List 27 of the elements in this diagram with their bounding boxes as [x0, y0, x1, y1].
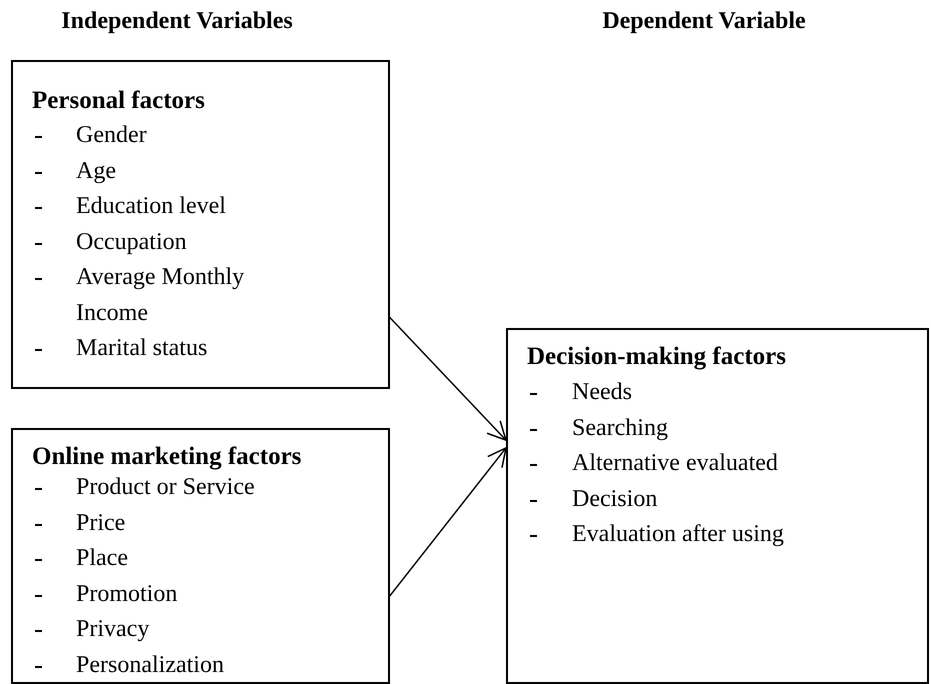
column-heading: Dependent Variable [602, 8, 806, 35]
list-item: Personalization [76, 651, 225, 680]
box-heading: Personal factors [32, 86, 205, 116]
factor-box [11, 428, 390, 684]
factor-box [506, 328, 929, 684]
list-item: Alternative evaluated [572, 449, 779, 478]
list-item: Promotion [76, 580, 178, 609]
box-heading: Decision-making factors [527, 342, 786, 372]
list-item: Privacy [76, 615, 150, 644]
list-item: Average Monthly Income [76, 263, 246, 328]
box-heading: Online marketing factors [32, 442, 302, 472]
list-item: Place [76, 544, 129, 573]
list-item: Occupation [76, 228, 188, 257]
arrow [388, 447, 507, 598]
list-item: Decision [572, 485, 658, 514]
factor-box [11, 60, 390, 389]
list-item: Product or Service [76, 473, 256, 502]
list-item: Evaluation after using [572, 520, 785, 549]
list-item: Age [76, 157, 117, 186]
arrow [388, 316, 507, 441]
list-item: Needs [572, 378, 633, 407]
column-heading: Independent Variables [61, 8, 293, 35]
list-item: Searching [572, 414, 669, 443]
list-item: Gender [76, 121, 148, 150]
list-item: Education level [76, 192, 227, 221]
list-item: Marital status [76, 334, 208, 363]
list-item: Price [76, 509, 126, 538]
